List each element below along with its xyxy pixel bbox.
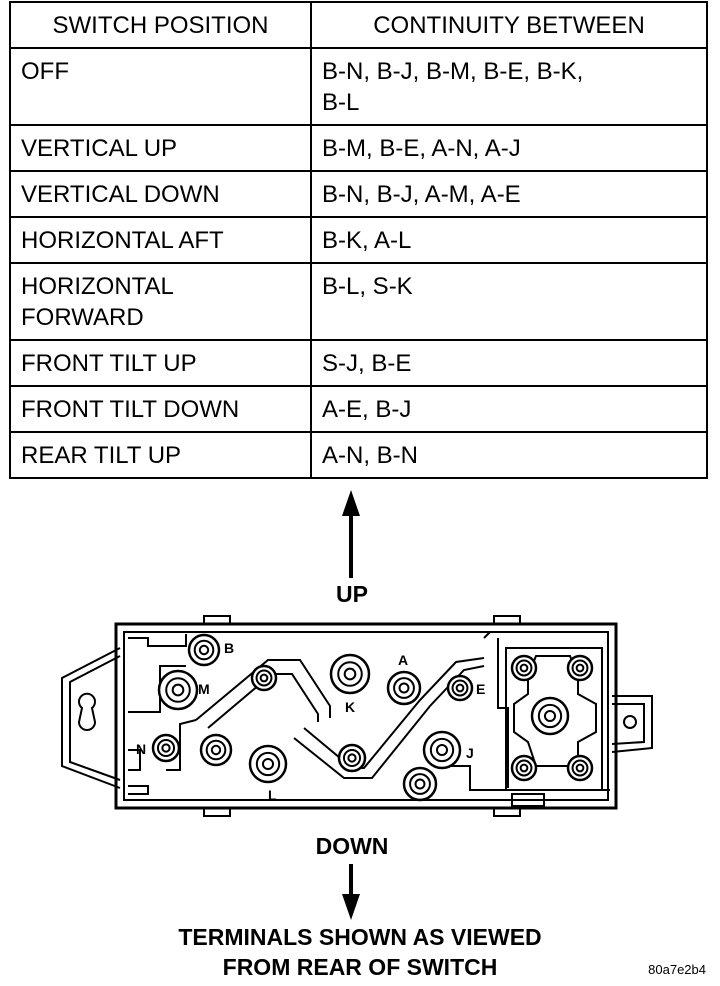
header-switch-position: SWITCH POSITION [9, 1, 312, 49]
continuity-cell: B-M, B-E, A-N, A-J [310, 124, 708, 172]
terminal-n [151, 733, 181, 763]
switch-position-text: OFF [21, 58, 69, 85]
terminal-label-e: E [476, 681, 485, 697]
switch-position-text: FRONT TILT UP [21, 350, 197, 377]
right-mounting-ear [611, 695, 653, 753]
continuity-text: A-N, B-N [322, 442, 418, 469]
down-label: DOWN [316, 833, 389, 859]
switch-position-cell: FRONT TILT DOWN [9, 385, 312, 433]
switch-position-text: FORWARD [21, 304, 144, 331]
table-row: HORIZONTAL AFT B-K, A-L [9, 216, 708, 264]
table-row: REAR TILT UP A-N, B-N [9, 431, 708, 479]
terminal-unlabeled [337, 743, 367, 773]
table-header-row: SWITCH POSITION CONTINUITY BETWEEN [9, 1, 708, 49]
terminal-a [386, 670, 422, 706]
switch-position-cell: HORIZONTAL FORWARD [9, 262, 312, 341]
continuity-text: S-J, B-E [322, 350, 412, 377]
table-row: HORIZONTAL FORWARD B-L, S-K [9, 262, 708, 341]
switch-position-cell: OFF [9, 47, 312, 126]
terminal-label-b: B [224, 640, 234, 656]
terminal-housing [510, 654, 538, 682]
switch-position-text: VERTICAL UP [21, 135, 178, 162]
continuity-cell: B-L, S-K [310, 262, 708, 341]
switch-body [114, 615, 618, 817]
switch-position-cell: FRONT TILT UP [9, 339, 312, 387]
terminal-group [151, 633, 594, 802]
continuity-cell: B-N, B-J, A-M, A-E [310, 170, 708, 218]
continuity-text: B-K, A-L [322, 227, 412, 254]
continuity-cell: S-J, B-E [310, 339, 708, 387]
terminal-letter-labels: B M A K E N L J [136, 640, 485, 803]
continuity-text: B-L [322, 89, 360, 116]
switch-position-text: FRONT TILT DOWN [21, 396, 240, 423]
switch-position-text: REAR TILT UP [21, 442, 182, 469]
continuity-cell: B-N, B-J, B-M, B-E, B-K, B-L [310, 47, 708, 126]
terminal-housing [510, 754, 538, 782]
terminal-b [187, 633, 221, 667]
switch-terminal-diagram: UP [61, 490, 653, 920]
up-arrow [342, 490, 360, 578]
continuity-text: A-E, B-J [322, 396, 412, 423]
terminal-label-l: L [268, 787, 277, 803]
switch-position-text: HORIZONTAL [21, 273, 174, 300]
terminal-housing [566, 754, 594, 782]
terminal-unlabeled [199, 733, 233, 767]
switch-position-cell: REAR TILT UP [9, 431, 312, 479]
continuity-cell: A-N, B-N [310, 431, 708, 479]
continuity-text: B-N, B-J, B-M, B-E, B-K, [322, 58, 584, 85]
terminal-center [530, 696, 570, 736]
terminal-k [329, 653, 371, 695]
left-mounting-ear [61, 647, 121, 789]
table-row: VERTICAL DOWN B-N, B-J, A-M, A-E [9, 170, 708, 218]
switch-position-text: HORIZONTAL AFT [21, 227, 224, 254]
terminal-label-a: A [398, 652, 408, 668]
continuity-text: B-L, S-K [322, 273, 413, 300]
up-label: UP [336, 581, 368, 607]
caption-line-1: TERMINALS SHOWN AS VIEWED [178, 924, 542, 950]
switch-position-text: VERTICAL DOWN [21, 181, 220, 208]
caption-line-2: FROM REAR OF SWITCH [222, 954, 498, 980]
switch-position-cell: VERTICAL UP [9, 124, 312, 172]
continuity-text: B-M, B-E, A-N, A-J [322, 135, 521, 162]
table-row: OFF B-N, B-J, B-M, B-E, B-K, B-L [9, 47, 708, 126]
header-continuity-between: CONTINUITY BETWEEN [310, 1, 708, 49]
terminal-label-m: M [198, 681, 210, 697]
figure-id: 80a7e2b4 [648, 962, 706, 977]
switch-position-cell: VERTICAL DOWN [9, 170, 312, 218]
table-row: FRONT TILT UP S-J, B-E [9, 339, 708, 387]
terminal-l [248, 744, 288, 784]
down-arrow [342, 864, 360, 920]
terminal-housing [566, 654, 594, 682]
switch-position-cell: HORIZONTAL AFT [9, 216, 312, 264]
terminal-unlabeled [402, 766, 438, 802]
terminal-unlabeled [250, 664, 278, 692]
continuity-text: B-N, B-J, A-M, A-E [322, 181, 521, 208]
table-row: VERTICAL UP B-M, B-E, A-N, A-J [9, 124, 708, 172]
continuity-table: SWITCH POSITION CONTINUITY BETWEEN OFF B-… [9, 1, 708, 479]
terminal-label-n: N [136, 741, 146, 757]
terminal-label-k: K [345, 699, 355, 715]
table-row: FRONT TILT DOWN A-E, B-J [9, 385, 708, 433]
terminal-label-j: J [466, 745, 474, 761]
terminal-e [446, 674, 474, 702]
terminal-j [422, 730, 462, 770]
terminal-m [157, 669, 199, 711]
continuity-cell: A-E, B-J [310, 385, 708, 433]
continuity-cell: B-K, A-L [310, 216, 708, 264]
